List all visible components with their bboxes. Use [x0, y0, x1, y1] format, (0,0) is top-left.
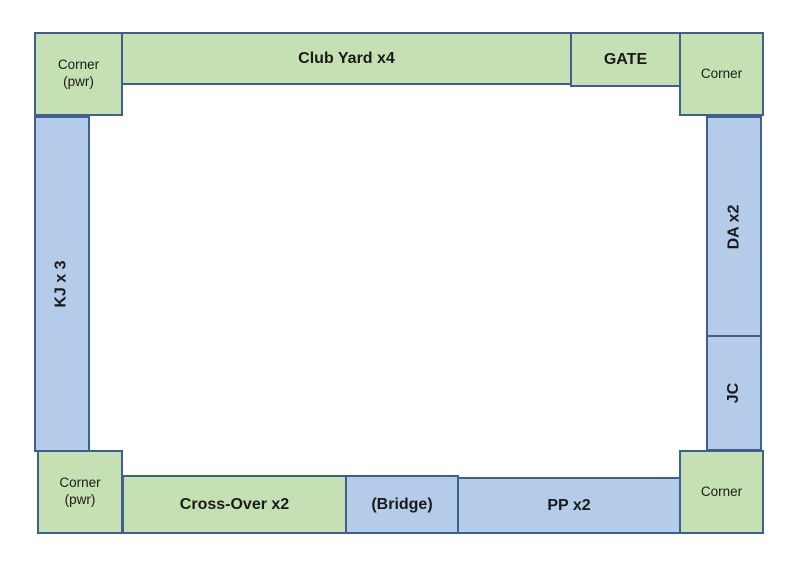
pp-label: PP x2	[547, 496, 591, 514]
bridge-label: (Bridge)	[371, 495, 433, 513]
jc-block: JC	[706, 335, 762, 451]
corner-top-right-label: Corner	[700, 65, 743, 81]
da-label: DA x2	[724, 204, 742, 249]
corner-top-left-label: Corner (pwr)	[57, 57, 100, 89]
corner-bottom-right-label: Corner	[700, 483, 743, 499]
corner-bottom-left-block: Corner (pwr)	[37, 450, 123, 534]
pp-block: PP x2	[457, 477, 681, 534]
gate-block: GATE	[570, 32, 681, 87]
cross-over-block: Cross-Over x2	[122, 475, 347, 534]
corner-top-right-block: Corner	[679, 32, 764, 116]
club-yard-label: Club Yard x4	[298, 49, 395, 67]
jc-label: JC	[724, 382, 742, 404]
kj-block: KJ x 3	[34, 116, 90, 452]
cross-over-label: Cross-Over x2	[179, 495, 290, 513]
kj-label: KJ x 3	[52, 260, 70, 308]
club-yard-block: Club Yard x4	[121, 32, 572, 85]
gate-label: GATE	[603, 50, 648, 68]
da-block: DA x2	[706, 116, 762, 337]
bridge-block: (Bridge)	[345, 475, 459, 534]
corner-top-left-block: Corner (pwr)	[34, 32, 123, 116]
corner-bottom-left-label: Corner (pwr)	[59, 475, 101, 507]
corner-bottom-right-block: Corner	[679, 450, 764, 534]
